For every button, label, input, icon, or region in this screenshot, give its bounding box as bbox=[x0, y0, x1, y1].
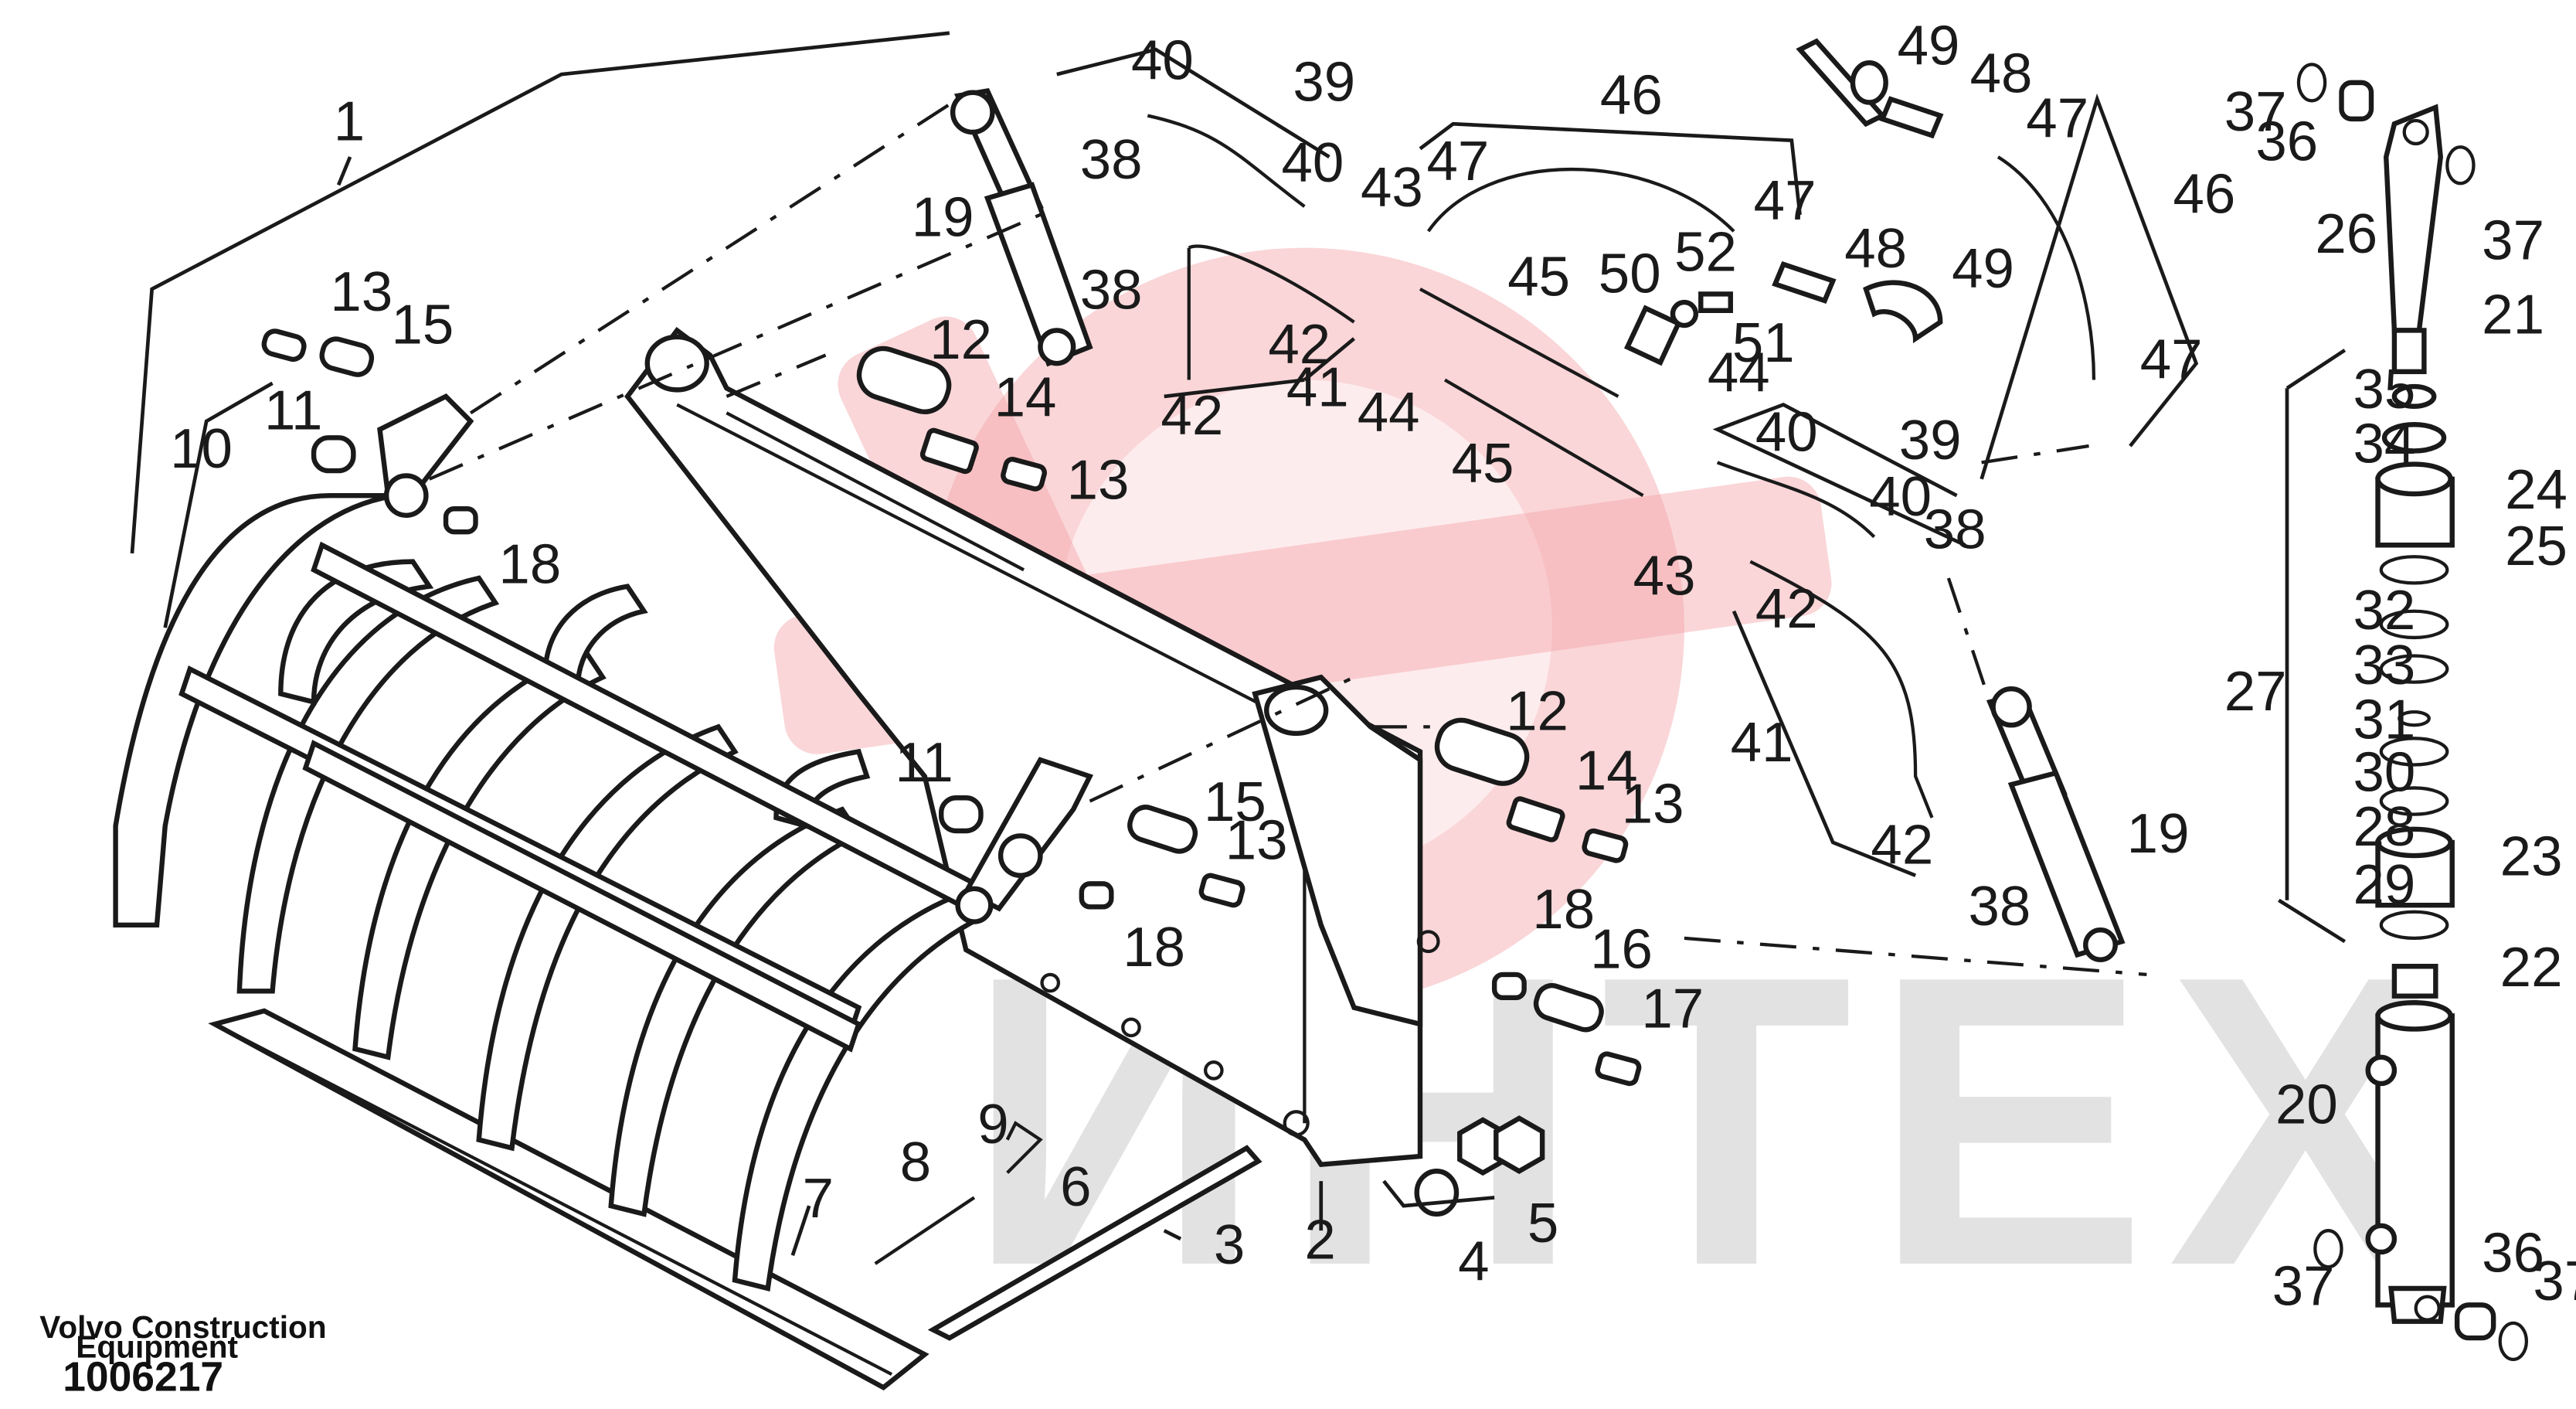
callout-42-b: 42 bbox=[1161, 384, 1223, 447]
callout-46-right: 46 bbox=[2173, 163, 2236, 226]
callout-4: 4 bbox=[1458, 1230, 1489, 1292]
callout-42-c: 42 bbox=[1755, 577, 1818, 640]
callout-46-top: 46 bbox=[1600, 63, 1663, 126]
callout-22: 22 bbox=[2500, 936, 2563, 999]
callout-25: 25 bbox=[2505, 515, 2568, 577]
callout-39-right: 39 bbox=[1899, 409, 1962, 471]
callout-7: 7 bbox=[803, 1167, 834, 1230]
callout-11-right: 11 bbox=[895, 731, 953, 794]
callout-40-b: 40 bbox=[1281, 131, 1344, 194]
callout-38-d: 38 bbox=[1969, 875, 2031, 938]
callout-14-left: 14 bbox=[994, 366, 1057, 429]
callout-13-a: 13 bbox=[330, 260, 393, 323]
callout-33: 33 bbox=[2353, 634, 2415, 696]
callout-15-left: 15 bbox=[392, 294, 454, 356]
grapple-bucket-assembly bbox=[113, 326, 1440, 1391]
callout-13-c: 13 bbox=[1225, 808, 1288, 871]
callout-35: 35 bbox=[2353, 358, 2415, 420]
hoses-and-tubes bbox=[1147, 38, 2096, 819]
credit-company-line1: Volvo Construction bbox=[39, 1309, 326, 1345]
callout-5: 5 bbox=[1528, 1192, 1558, 1254]
alignment-lines bbox=[428, 97, 2147, 977]
callout-16: 16 bbox=[1590, 917, 1653, 980]
callout-18-c: 18 bbox=[1532, 878, 1595, 941]
callout-38-a: 38 bbox=[1080, 128, 1143, 191]
callout-21: 21 bbox=[2482, 284, 2544, 346]
callout-43-a: 43 bbox=[1361, 156, 1423, 219]
callout-40-a: 40 bbox=[1131, 29, 1194, 92]
callout-51: 51 bbox=[1732, 311, 1795, 374]
callout-45-b: 45 bbox=[1452, 432, 1514, 495]
callout-11-left: 11 bbox=[264, 379, 322, 442]
document-number: 1006217 bbox=[63, 1354, 223, 1400]
callout-labels: 1 2 3 4 5 6 7 8 9 10 11 11 12 12 13 13 1… bbox=[170, 14, 2576, 1317]
callout-10: 10 bbox=[170, 417, 233, 480]
callout-37-c: 37 bbox=[2272, 1254, 2335, 1317]
leader-lines bbox=[130, 31, 2347, 1256]
callout-19-right: 19 bbox=[2127, 802, 2190, 865]
callout-36-bottom: 36 bbox=[2482, 1222, 2544, 1285]
callout-49-a: 49 bbox=[1898, 14, 1960, 77]
callout-38-c: 38 bbox=[1924, 499, 1986, 561]
callout-17: 17 bbox=[1641, 977, 1704, 1040]
callout-47-d: 47 bbox=[2140, 328, 2203, 390]
grapple-tines bbox=[113, 492, 987, 1292]
callout-48-a: 48 bbox=[1970, 43, 2033, 105]
callout-45-a: 45 bbox=[1507, 246, 1570, 308]
callout-37-b: 37 bbox=[2482, 209, 2544, 272]
callout-18-a: 18 bbox=[498, 533, 561, 595]
callout-48-b: 48 bbox=[1844, 217, 1907, 280]
callout-24: 24 bbox=[2505, 458, 2568, 521]
callout-47-a: 47 bbox=[1427, 130, 1490, 192]
callout-34: 34 bbox=[2353, 412, 2415, 475]
callout-37-d: 37 bbox=[2533, 1250, 2576, 1312]
callout-2: 2 bbox=[1304, 1209, 1335, 1271]
callout-42-a: 42 bbox=[1268, 313, 1330, 376]
callout-44-b: 44 bbox=[1708, 342, 1770, 404]
callout-27: 27 bbox=[2224, 660, 2287, 723]
callout-15-right: 15 bbox=[1204, 771, 1266, 833]
callout-13-d: 13 bbox=[1622, 772, 1684, 835]
callout-30: 30 bbox=[2353, 741, 2415, 804]
callout-43-b: 43 bbox=[1633, 544, 1696, 607]
callout-3: 3 bbox=[1214, 1213, 1245, 1276]
callout-12-right: 12 bbox=[1506, 680, 1568, 743]
credit-block: Volvo Construction Equipment 1006217 bbox=[39, 1309, 326, 1400]
callout-28: 28 bbox=[2353, 795, 2415, 858]
callout-49-b: 49 bbox=[1952, 237, 2014, 300]
callout-13-b: 13 bbox=[1067, 448, 1130, 511]
callout-20: 20 bbox=[2275, 1073, 2338, 1135]
callout-52: 52 bbox=[1674, 220, 1737, 283]
callout-36-top: 36 bbox=[2255, 110, 2318, 172]
callout-12-left: 12 bbox=[929, 308, 992, 371]
callout-8: 8 bbox=[900, 1131, 931, 1193]
callout-40-c: 40 bbox=[1755, 400, 1818, 463]
callout-37-a: 37 bbox=[2224, 80, 2287, 143]
callout-19-left: 19 bbox=[912, 186, 974, 249]
callout-23: 23 bbox=[2500, 825, 2563, 888]
callout-42-d: 42 bbox=[1871, 814, 1933, 876]
credit-company-line2: Equipment bbox=[76, 1329, 238, 1365]
callout-41-right: 41 bbox=[1731, 711, 1793, 774]
callout-26: 26 bbox=[2315, 203, 2377, 265]
callout-44-a: 44 bbox=[1358, 381, 1420, 444]
callout-50: 50 bbox=[1599, 242, 1661, 305]
callout-40-d: 40 bbox=[1869, 465, 1932, 528]
callout-31: 31 bbox=[2353, 688, 2415, 750]
callout-18-b: 18 bbox=[1123, 916, 1185, 978]
callout-39-top: 39 bbox=[1293, 50, 1355, 113]
callout-32: 32 bbox=[2353, 579, 2415, 642]
hydraulic-cylinders bbox=[950, 87, 2126, 962]
cylinder-exploded-view bbox=[2296, 63, 2529, 1362]
callout-41-left: 41 bbox=[1286, 356, 1349, 419]
callout-1: 1 bbox=[334, 90, 365, 153]
callout-14-right: 14 bbox=[1575, 740, 1638, 802]
callout-47-b: 47 bbox=[1754, 169, 1816, 232]
callout-9: 9 bbox=[977, 1093, 1008, 1155]
callout-6: 6 bbox=[1060, 1155, 1091, 1218]
callout-29: 29 bbox=[2353, 853, 2415, 916]
callout-38-b: 38 bbox=[1080, 259, 1143, 322]
callout-47-c: 47 bbox=[2026, 87, 2088, 149]
